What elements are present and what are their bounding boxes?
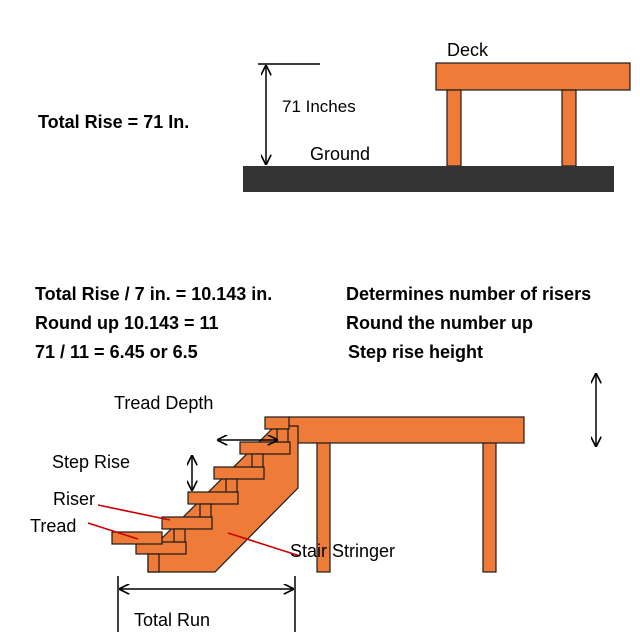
- stair-tread: [239, 441, 291, 455]
- deck-label: Deck: [447, 40, 489, 60]
- step-rise-label: Step Rise: [52, 452, 130, 472]
- calc-formula-3: 71 / 11 = 6.45 or 6.5: [35, 342, 198, 362]
- stair-riser: [173, 528, 186, 543]
- riser-pointer-line: [97, 504, 171, 521]
- deck-board: [435, 62, 631, 91]
- riser-label: Riser: [53, 489, 95, 509]
- stair-tread: [213, 466, 265, 480]
- ground-bar: [243, 166, 614, 192]
- calc-note-1: Determines number of risers: [346, 284, 591, 304]
- stair-stringer-label: Stair Stringer: [290, 541, 395, 561]
- calc-formula-2: Round up 10.143 = 11: [35, 313, 219, 333]
- stair-riser: [147, 553, 160, 573]
- stair-tread: [264, 416, 290, 430]
- stair-riser: [225, 478, 238, 493]
- deck-post-left: [446, 89, 462, 167]
- stair-deck-board: [287, 416, 525, 444]
- tread-depth-label: Tread Depth: [114, 393, 213, 413]
- total-rise-label: Total Rise = 71 In.: [38, 112, 189, 132]
- total-run-label: Total Run: [134, 610, 210, 630]
- calc-note-3: Step rise height: [348, 342, 483, 362]
- stair-riser: [251, 453, 264, 468]
- calc-formula-1: Total Rise / 7 in. = 10.143 in.: [35, 284, 272, 304]
- calculation-rows: Total Rise / 7 in. = 10.143 in. Determin…: [35, 284, 591, 362]
- rise-dimension-label: 71 Inches: [282, 97, 356, 116]
- stair-deck-post-right: [482, 441, 497, 573]
- tread-pointer-line: [87, 522, 139, 540]
- stair-tread: [161, 516, 213, 530]
- deck-post-right: [561, 89, 577, 167]
- stair-tread: [187, 491, 239, 505]
- stair-riser: [199, 503, 212, 518]
- tread-label: Tread: [30, 516, 76, 536]
- stringer-pointer-line: [227, 532, 301, 557]
- stair-risers: [147, 428, 289, 573]
- calc-note-2: Round the number up: [346, 313, 533, 333]
- rise-dimension: [258, 63, 320, 164]
- stair-riser: [276, 428, 289, 443]
- ground-label: Ground: [310, 144, 370, 164]
